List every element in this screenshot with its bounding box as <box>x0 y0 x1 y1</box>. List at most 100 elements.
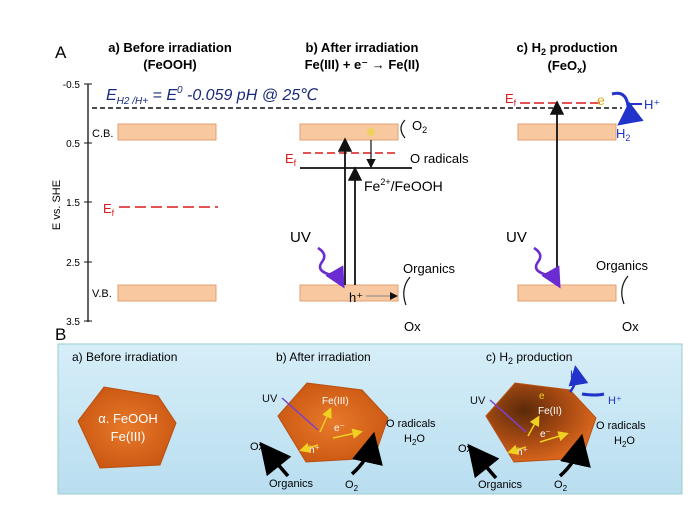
particle-c-e1: e <box>539 391 545 402</box>
h2-product-label: H2 <box>616 126 630 143</box>
uv-arrow-b <box>317 246 345 289</box>
col-b-reaction: Fe(III) + e⁻ → Fe(II) <box>305 57 420 72</box>
eq-lhs-sub: H2 /H+ <box>117 96 149 107</box>
ox-label-c: Ox <box>622 319 639 334</box>
o2-sub: 2 <box>354 484 359 493</box>
fe-rest: /FeOOH <box>391 178 443 194</box>
hole-label-b: h⁺ <box>349 290 363 305</box>
eq-rhs: = E <box>148 87 177 104</box>
particle-b-h-path <box>299 442 319 453</box>
organics-label-b: Organics <box>403 261 456 276</box>
col-c-title-main: c) H <box>516 40 541 55</box>
particle-c-ox: Ox <box>458 443 473 455</box>
particle-c-h2o: H2O <box>614 435 635 449</box>
ef-text: E <box>103 201 112 216</box>
pc-title-sub: 2 <box>508 356 513 366</box>
h2-potential-equation: EH2 /H+ = E0 -0.059 pH @ 25℃ <box>106 85 318 107</box>
uv-arrow-c <box>533 246 561 289</box>
particle-c-o2-arrow <box>558 433 591 478</box>
pc-title-end: production <box>513 350 572 364</box>
fermi-label-b: Ef <box>285 151 297 168</box>
panel-c-title: c) H2 production <box>486 350 572 366</box>
col-b-title: b) After irradiation <box>306 40 419 55</box>
organics-label-c: Organics <box>596 258 649 273</box>
conduction-band-b <box>299 123 399 141</box>
o2-text: O <box>412 118 422 133</box>
ef-sub: f <box>294 158 297 168</box>
o2-text: O <box>554 479 563 491</box>
eq-rhs-sup: 0 <box>177 85 183 96</box>
panel-a-title: a) Before irradiation <box>72 350 177 364</box>
particle-c-fe: Fe(II) <box>538 406 562 417</box>
col-c-title-sub: 2 <box>541 47 546 57</box>
y-axis-label: E vs. SHE <box>51 180 63 230</box>
col-a-title: a) Before irradiation <box>108 40 232 55</box>
ef-text: E <box>505 91 514 106</box>
uv-label-b: UV <box>290 229 311 246</box>
particle-b-o2: O2 <box>345 479 359 493</box>
tick-label: -0.5 <box>63 80 81 91</box>
particle-c-o2: O2 <box>554 479 568 493</box>
particle-b-h: h⁺ <box>309 445 320 456</box>
fermi-label-c: Ef <box>505 91 517 108</box>
h-plus-label: H⁺ <box>644 97 660 112</box>
col-c-sub-open: (FeO <box>548 58 578 73</box>
fe-text: Fe <box>364 178 381 194</box>
col-c-sub-close: ) <box>582 58 586 73</box>
particle-c-organics-arrow <box>467 443 500 480</box>
o2-sub: 2 <box>422 125 427 135</box>
eq-lhs: E <box>106 87 117 104</box>
particle-c-uv-ray <box>489 399 527 433</box>
tick-label: 0.5 <box>66 139 80 150</box>
h-reduction-arrow <box>611 91 644 126</box>
h2-text: H <box>570 369 578 381</box>
particle-c-radicals: O radicals <box>596 420 646 432</box>
h2o-sub: 2 <box>622 440 627 449</box>
h2-sub: 2 <box>625 133 630 143</box>
organics-curve-c <box>621 275 629 305</box>
particle-b-uv: UV <box>262 393 278 405</box>
h2o-h: H <box>404 433 412 445</box>
particle-b-fe: Fe(III) <box>322 396 349 407</box>
particle-c-h: h⁺ <box>517 447 528 458</box>
fe-couple-label: Fe2+/FeOOH <box>364 177 443 194</box>
particle-c-hplus-arrow <box>581 392 605 397</box>
tick-label: 1.5 <box>66 198 80 209</box>
particle-c-h2: H2 <box>570 369 583 383</box>
o-radicals-label: O radicals <box>410 151 469 166</box>
valence-band-b <box>299 284 399 302</box>
vb-label: V.B. <box>92 288 112 300</box>
h2o-o: O <box>416 433 425 445</box>
ef-sub: f <box>514 98 517 108</box>
conduction-band-c <box>517 123 617 141</box>
uv-label-c: UV <box>506 229 527 246</box>
cb-label: C.B. <box>92 128 113 140</box>
o2-reaction-curve <box>400 119 406 139</box>
particle-c-hplus: H⁺ <box>608 395 622 407</box>
particle-b-o2-arrow <box>350 431 383 476</box>
electron-label-c: e <box>597 92 605 108</box>
o2-text: O <box>345 479 354 491</box>
valence-band-a <box>117 284 217 302</box>
particle-b-radicals: O radicals <box>386 418 436 430</box>
col-c-title: c) H2 production <box>516 40 617 57</box>
particle-b-organics: Organics <box>269 478 314 490</box>
particle-b-ox: Ox <box>250 441 265 453</box>
h2o-sub: 2 <box>412 438 417 447</box>
eq-rest: -0.059 pH @ 25℃ <box>183 87 319 104</box>
particle-c-e-path <box>527 415 540 437</box>
col-c-subtitle: (FeOx) <box>548 58 587 75</box>
ox-label-b: Ox <box>404 319 421 334</box>
col-c-title-end: production <box>546 40 618 55</box>
electron-dot <box>367 128 375 136</box>
ef-text: E <box>285 151 294 166</box>
particle-b-e: e⁻ <box>334 423 345 434</box>
particle-c-h2-arrow <box>568 365 589 393</box>
fermi-label-a: Ef <box>103 201 115 218</box>
organics-curve-b <box>403 276 411 306</box>
col-c-sub-x: x <box>577 65 582 75</box>
o2-label: O2 <box>412 118 427 135</box>
col-a-subtitle: (FeOOH) <box>143 57 196 72</box>
